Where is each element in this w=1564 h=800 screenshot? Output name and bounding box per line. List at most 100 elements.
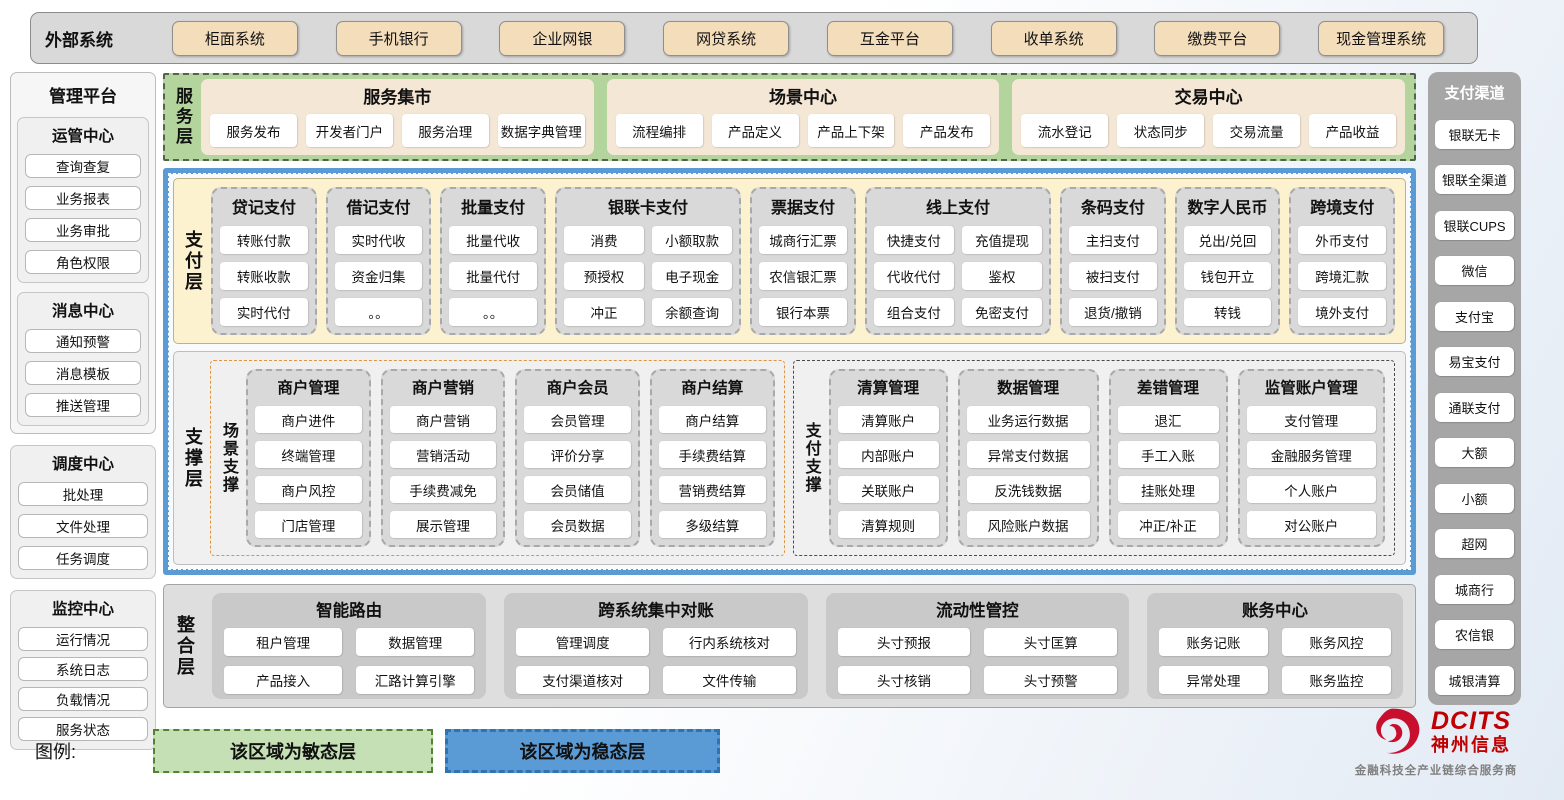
section-items: 账务记账账务风控异常处理账务监控 [1159, 628, 1391, 694]
sidebar-group-operations: 运管中心 查询查复业务报表业务审批角色权限 [17, 117, 149, 283]
sidebar-group-title: 调度中心 [51, 456, 114, 473]
module-chip: 。。 [334, 298, 423, 326]
module-chip: 批处理 [18, 482, 148, 506]
column-title: 清算管理 [857, 380, 920, 397]
channel-chip: 银联全渠道 [1435, 165, 1514, 194]
module-chip: 主扫支付 [1069, 226, 1157, 254]
pay-col-barcode: 条码支付 主扫支付被扫支付退货/撤销 [1060, 187, 1166, 335]
module-chip: 状态同步 [1117, 114, 1205, 147]
module-chip: 流水登记 [1021, 114, 1109, 147]
column-items: 城商行汇票农信银汇票银行本票 [759, 226, 847, 326]
column-items: 主扫支付被扫支付退货/撤销 [1069, 226, 1157, 326]
section-accounting-center: 账务中心 账务记账账务风控异常处理账务监控 [1147, 593, 1403, 699]
module-chip: 头寸预报 [837, 628, 971, 656]
pay-col-debit: 借记支付 实时代收资金归集。。 [325, 187, 432, 335]
module-chip: 任务调度 [18, 546, 148, 570]
column-title: 批量支付 [461, 200, 526, 217]
module-chip: 消费 [563, 226, 645, 254]
channel-chip: 微信 [1435, 256, 1514, 285]
integration-layer: 整合层 智能路由 租户管理数据管理产品接入汇路计算引擎 跨系统集中对账 管理调度… [163, 584, 1416, 708]
pay-col-digital-rmb: 数字人民币 兑出/兑回钱包开立转钱 [1174, 187, 1281, 335]
module-chip: 转钱 [1183, 298, 1272, 326]
payment-support-box: 支付支撑 清算管理 清算账户内部账户关联账户清算规则 数据管理 业务运行数据异常… [792, 360, 1395, 556]
brand-tagline: 金融科技全产业链综合服务商 [1354, 765, 1518, 777]
section-items: 管理调度行内系统核对支付渠道核对文件传输 [516, 628, 796, 694]
module-chip: 营销活动 [389, 441, 497, 468]
column-items: 业务运行数据异常支付数据反洗钱数据风险账户数据 [966, 406, 1090, 538]
sup-col-merchant-marketing: 商户营销 商户营销营销活动手续费减免展示管理 [380, 369, 506, 547]
external-system-chip: 网贷系统 [663, 20, 790, 56]
module-chip: 内部账户 [837, 441, 939, 468]
module-chip: 免密支付 [961, 298, 1043, 326]
module-chip: 交易流量 [1213, 114, 1301, 147]
sup-col-error-mgmt: 差错管理 退汇手工入账挂账处理冲正/补正 [1108, 369, 1228, 547]
channel-chip: 支付宝 [1435, 301, 1514, 331]
module-chip: 兑出/兑回 [1183, 226, 1272, 254]
module-chip: 运行情况 [18, 627, 148, 651]
main-content: 服务层 服务集市 服务发布开发者门户服务治理数据字典管理 场景中心 流程编排产品… [163, 73, 1416, 708]
module-chip: 门店管理 [255, 511, 362, 538]
section-service-market: 服务集市 服务发布开发者门户服务治理数据字典管理 [201, 79, 594, 155]
service-layer-label: 服务层 [173, 87, 192, 147]
module-chip: 小额取款 [652, 226, 733, 254]
service-layer: 服务层 服务集市 服务发布开发者门户服务治理数据字典管理 场景中心 流程编排产品… [163, 73, 1416, 161]
module-chip: 业务报表 [25, 186, 141, 210]
module-chip: 预授权 [563, 262, 645, 290]
sup-col-data-mgmt: 数据管理 业务运行数据异常支付数据反洗钱数据风险账户数据 [957, 369, 1099, 547]
module-chip: 账务记账 [1159, 628, 1269, 656]
column-items: 商户进件终端管理商户风控门店管理 [255, 406, 362, 538]
legend-label: 图例: [35, 742, 77, 762]
pay-col-credit: 贷记支付 转账付款转账收款实时代付 [211, 187, 317, 335]
section-title: 服务集市 [363, 88, 432, 107]
module-chip: 产品接入 [224, 666, 343, 694]
module-chip: 快捷支付 [873, 226, 954, 254]
module-chip: 外币支付 [1298, 226, 1387, 254]
module-chip: 展示管理 [389, 511, 497, 538]
stable-region: 支付层 贷记支付 转账付款转账收款实时代付 借记支付 实时代收资金归集。。 批量… [163, 168, 1416, 575]
integration-layer-label: 整合层 [175, 614, 195, 678]
module-chip: 对公账户 [1246, 511, 1376, 538]
column-items: 会员管理评价分享会员储值会员数据 [524, 406, 631, 538]
module-chip: 实时代付 [220, 298, 308, 326]
channel-chip: 银联CUPS [1435, 210, 1514, 240]
module-chip: 业务运行数据 [966, 406, 1090, 433]
column-title: 商户营销 [411, 380, 474, 397]
section-items: 流程编排产品定义产品上下架产品发布 [615, 114, 991, 147]
module-chip: 商户进件 [255, 406, 362, 433]
module-chip: 金融服务管理 [1246, 441, 1376, 468]
column-items: 转账付款转账收款实时代付 [220, 226, 308, 326]
module-chip: 被扫支付 [1069, 262, 1157, 290]
column-title: 商户管理 [277, 380, 340, 397]
column-items: 实时代收资金归集。。 [334, 226, 423, 326]
module-chip: 推送管理 [25, 393, 141, 417]
external-system-chip: 手机银行 [335, 20, 462, 56]
column-items: 退汇手工入账挂账处理冲正/补正 [1117, 406, 1219, 538]
module-chip: 支付渠道核对 [516, 666, 650, 694]
module-chip: 手续费减免 [389, 476, 497, 503]
module-chip: 租户管理 [224, 628, 343, 656]
section-items: 头寸预报头寸匡算头寸核销头寸预警 [837, 628, 1118, 694]
section-items: 流水登记状态同步交易流量产品收益 [1021, 114, 1397, 147]
channel-chip: 城商行 [1435, 574, 1514, 604]
module-chip: 余额查询 [652, 298, 733, 326]
module-chip: 头寸核销 [837, 666, 971, 694]
section-smart-routing: 智能路由 租户管理数据管理产品接入汇路计算引擎 [212, 593, 487, 699]
module-chip: 清算规则 [837, 511, 939, 538]
module-chip: 转账付款 [220, 226, 308, 254]
external-systems-label: 外部系统 [45, 30, 113, 50]
module-chip: 角色权限 [25, 250, 141, 274]
section-title: 跨系统集中对账 [598, 602, 714, 620]
column-items: 批量代收批量代付。。 [449, 226, 537, 326]
channel-chip: 通联支付 [1435, 392, 1514, 422]
support-layer-label: 支撑层 [183, 426, 203, 490]
section-cross-system-reconciliation: 跨系统集中对账 管理调度行内系统核对支付渠道核对文件传输 [504, 593, 808, 699]
module-chip: 商户风控 [255, 476, 362, 503]
column-items: 消费小额取款预授权电子现金冲正余额查询 [563, 226, 733, 326]
module-chip: 数据管理 [356, 628, 475, 656]
module-chip: 数据字典管理 [497, 114, 585, 147]
section-items: 服务发布开发者门户服务治理数据字典管理 [210, 114, 585, 147]
module-chip: 系统日志 [18, 657, 148, 681]
column-title: 条码支付 [1080, 200, 1145, 217]
